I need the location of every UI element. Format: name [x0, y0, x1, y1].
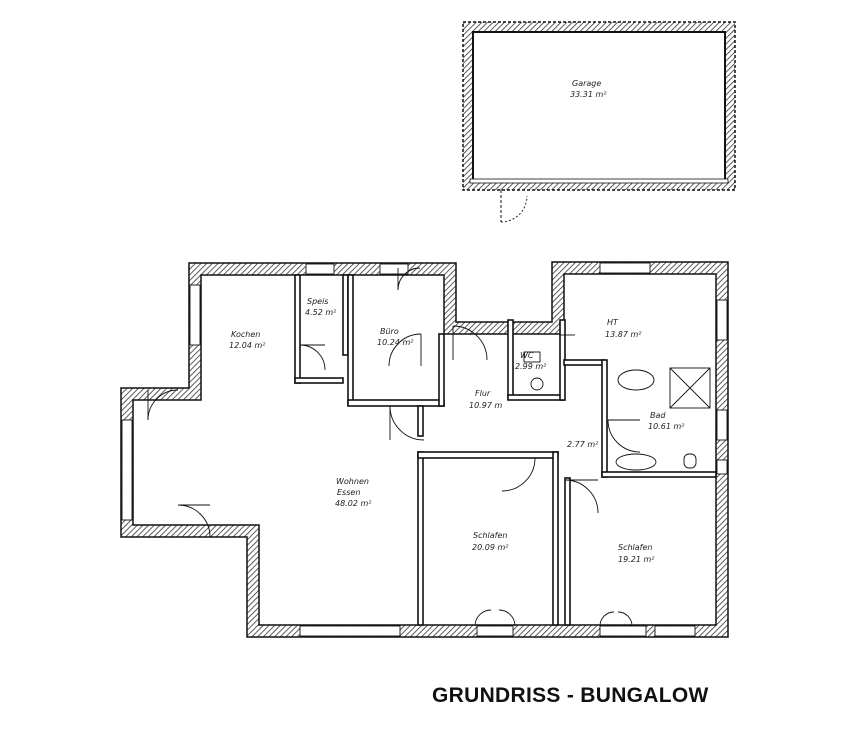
garage-name: Garage	[572, 79, 601, 88]
flur-area: 10.97 m	[469, 401, 502, 410]
wc-name: WC	[520, 351, 534, 360]
wohnen-area: 48.02 m²	[335, 499, 372, 508]
schlafen2-area: 19.21 m²	[618, 555, 655, 564]
kochen-name: Kochen	[231, 330, 260, 339]
garage-area: 33.31 m²	[570, 90, 607, 99]
house-outer-wall	[120, 261, 729, 638]
bad-name: Bad	[650, 411, 666, 420]
bath-fixtures	[523, 351, 711, 471]
room-labels: Garage 33.31 m² Speis 4.52 m² Kochen 12.…	[229, 79, 685, 564]
speis-area: 4.52 m²	[305, 308, 337, 317]
garage-door-swing	[500, 195, 528, 223]
garage-door-opening	[469, 178, 729, 184]
flur-name: Flur	[475, 389, 491, 398]
bad-area: 10.61 m²	[648, 422, 685, 431]
garage	[462, 21, 736, 223]
flur2-area: 2.77 m²	[567, 440, 599, 449]
interior-walls	[294, 274, 717, 626]
buero-area: 10.24 m²	[377, 338, 414, 347]
buero-name: Büro	[380, 327, 399, 336]
speis-name: Speis	[307, 297, 328, 306]
schlafen1-name: Schlafen	[473, 531, 507, 540]
doors	[147, 267, 641, 627]
schlafen2-name: Schlafen	[618, 543, 652, 552]
ht-area: 13.87 m²	[605, 330, 642, 339]
kochen-area: 12.04 m²	[229, 341, 266, 350]
plan-title: GRUNDRISS - BUNGALOW	[432, 684, 709, 707]
wc-area: 2.99 m²	[515, 362, 547, 371]
wohnen-name2: Essen	[337, 488, 360, 497]
wohnen-name: Wohnen	[336, 477, 369, 486]
windows	[121, 262, 728, 637]
schlafen1-area: 20.09 m²	[472, 543, 509, 552]
ht-name: HT	[607, 318, 619, 327]
garage-interior	[472, 31, 726, 181]
